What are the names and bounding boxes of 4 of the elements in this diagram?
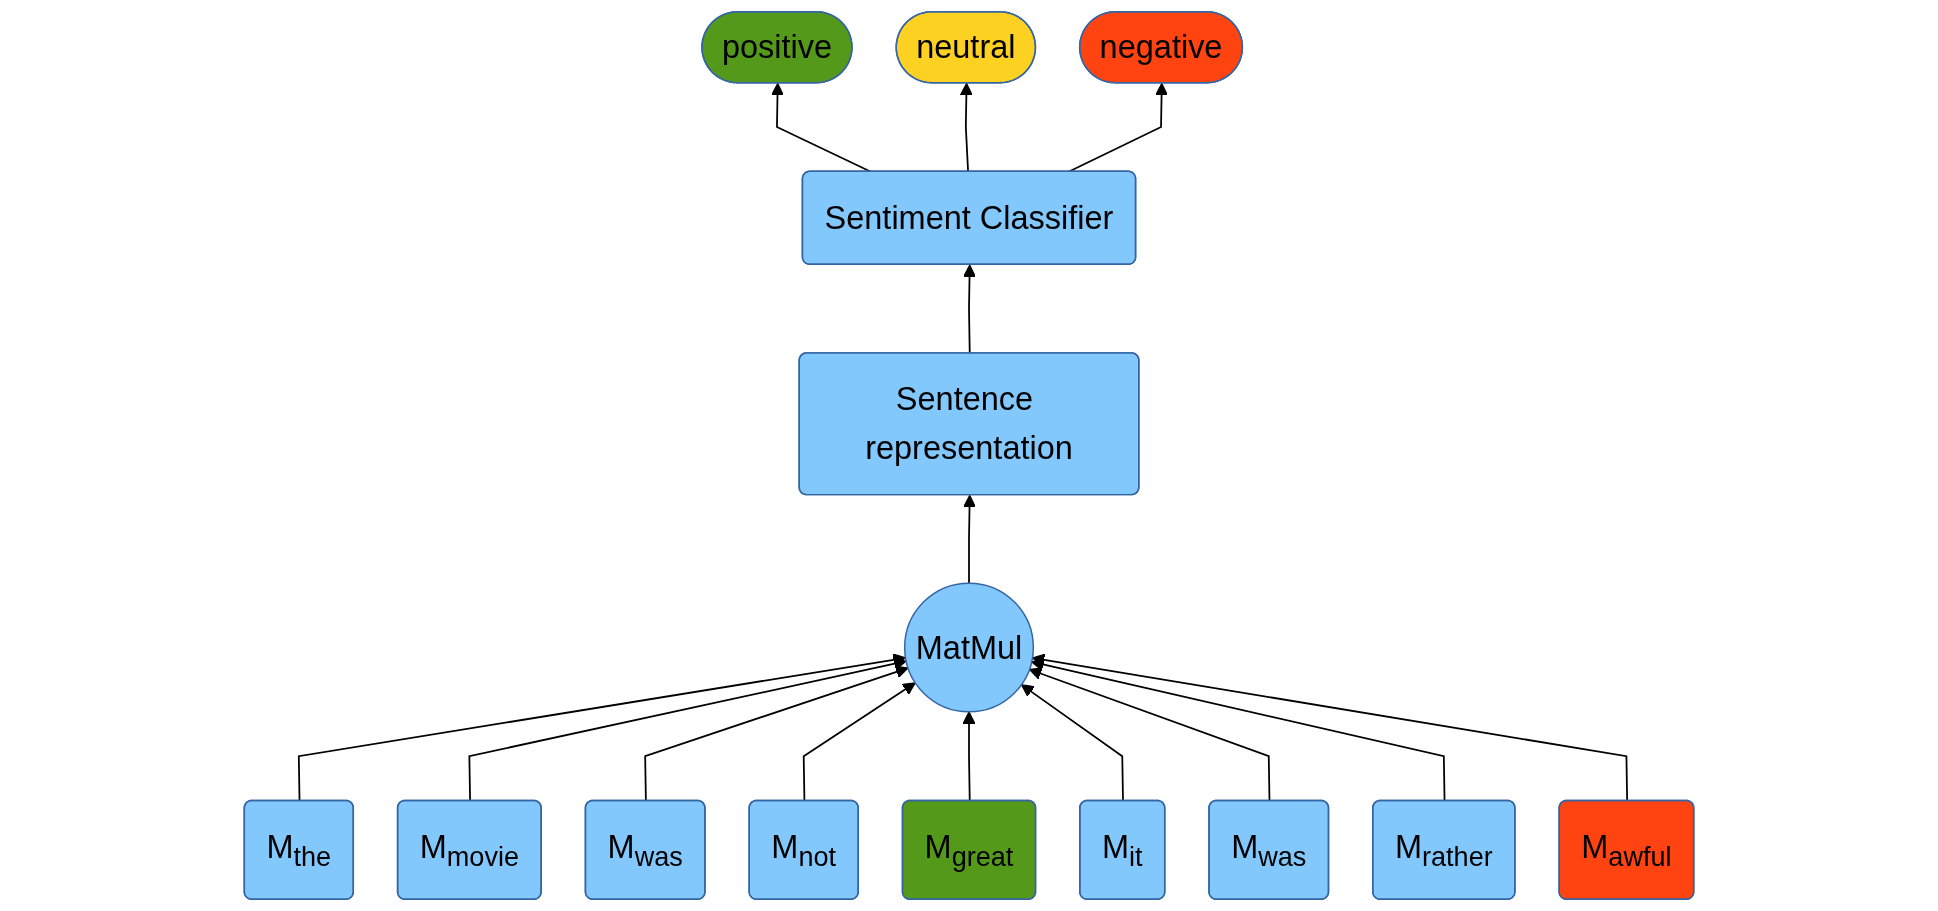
arrow: [963, 494, 977, 585]
node-circle: MatMul: [903, 582, 1035, 713]
arrow: [1067, 82, 1169, 173]
arrow: [959, 82, 973, 173]
